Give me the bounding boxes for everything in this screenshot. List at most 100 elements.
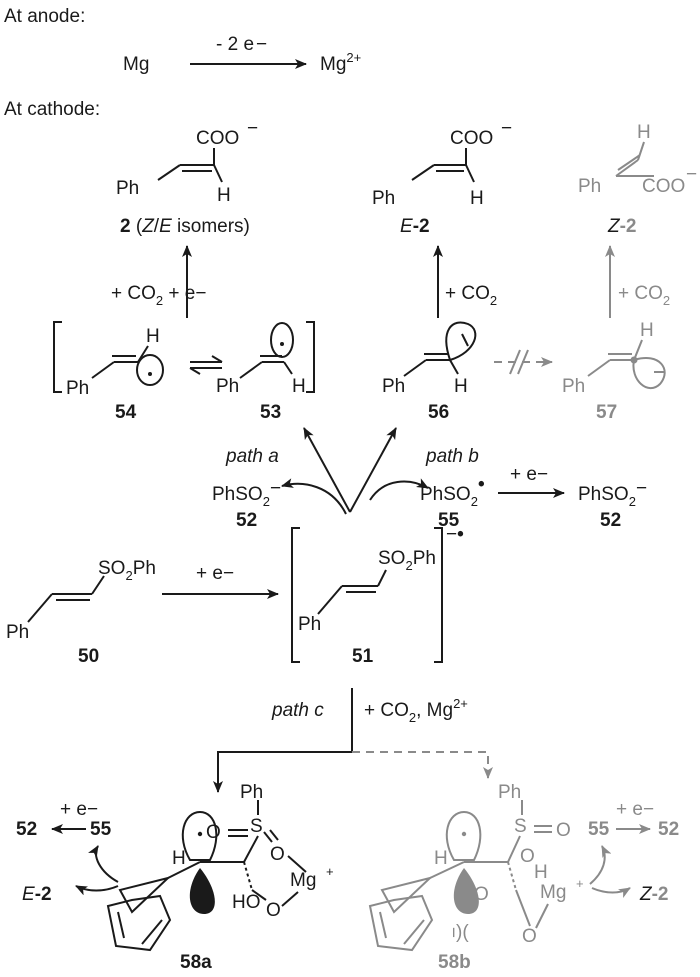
compound-55-label-58b: 55 [588,819,610,840]
svg-text:Ph: Ph [6,622,29,643]
svg-text:Mg: Mg [540,882,566,903]
compound-53-label: 53 [260,402,281,423]
svg-text:Ph: Ph [578,176,601,197]
compound-51-label: 51 [352,646,374,667]
radical-54-structure: H Ph [66,326,164,399]
svg-text:H: H [172,848,186,869]
svg-text:O: O [556,820,571,841]
svg-text:COO: COO [196,128,239,149]
compound-55-label-58a: 55 [90,819,112,840]
arrow-path-a [303,427,351,513]
svg-text:Ph: Ph [216,376,239,397]
svg-text:−: − [444,927,465,938]
path-a-label: path a [225,446,279,467]
compound-e2-structure: COO − Ph H [372,118,512,209]
svg-text:−: − [501,118,512,139]
compound-54-label: 54 [115,402,137,423]
bracket-51-right [434,527,443,663]
compound-e2-label-58a: E-2 [22,884,52,905]
condition-plus-e-1: + e− [510,464,548,485]
compound-56-label: 56 [428,402,449,423]
bracket-right [306,321,315,393]
compound-z2-label-58b: Z-2 [639,884,669,905]
condition-plus-e-4: + e− [616,799,654,820]
svg-text:SO2Ph: SO2Ph [378,548,436,573]
equilibrium-arrows [189,355,223,375]
path-c-label: path c [271,700,324,721]
svg-text:S: S [514,816,527,837]
svg-text:O: O [270,844,285,865]
svg-text:O: O [474,884,489,905]
compound-55-label: 55 [438,510,460,531]
anion-56-structure: H Ph [382,321,477,397]
svg-text:Ph: Ph [372,188,395,209]
compound-52-label-right: 52 [600,510,621,531]
condition-co2-faded: + CO2 [618,283,670,308]
curly-arrow-58b-right [591,887,631,898]
condition-plus-e-2: + e− [196,563,234,584]
curly-arrow-b [369,478,429,501]
compound-52-label-58a: 52 [16,819,37,840]
svg-text:H: H [640,320,654,341]
svg-text:H: H [146,326,160,347]
svg-text:S: S [250,816,263,837]
curly-arrow-a [281,478,347,515]
compound-57-label: 57 [596,402,617,423]
condition-co2-mg: + CO2, Mg2+ [364,696,468,725]
arrow-path-c [213,688,353,793]
compound-52-label-58b: 52 [658,819,679,840]
compound-50-structure: SO2Ph Ph [6,558,156,643]
svg-text:COO: COO [450,128,493,149]
phso2-radical: PhSO2• [420,474,485,509]
svg-text:+: + [326,864,334,879]
curly-arrow-58a-up [88,845,119,883]
anode-product: Mg2+ [320,50,361,75]
condition-co2: + CO2 [445,283,497,308]
svg-text:SO2Ph: SO2Ph [98,558,156,583]
svg-text:+: + [576,876,584,891]
condition-co2-e: + CO2 + e− [111,283,206,308]
compound-e2-label: E-2 [400,216,430,237]
anode-condition: - 2 e− [216,34,267,55]
path-b-label: path b [425,446,479,467]
dashed-arrow-to-58b [352,751,493,779]
svg-text:O: O [520,846,535,867]
svg-text:H: H [637,122,651,143]
svg-text:)(: )( [456,922,469,943]
radical-53-structure: H Ph [216,322,306,397]
bracket-51-left [291,527,300,663]
compound-z2-label: Z-2 [607,216,637,237]
svg-text:Ph: Ph [498,782,521,803]
curly-arrow-58b-up [589,845,612,885]
anode-reactant: Mg [123,54,149,75]
svg-text:H: H [217,185,231,206]
compound-52-label-left: 52 [236,510,257,531]
compound-2-label: 2 (Z/E isomers) [120,216,250,237]
anode-heading: At anode: [4,6,85,27]
svg-text:Ph: Ph [562,376,585,397]
svg-text:H: H [534,862,548,883]
svg-text:O: O [206,822,221,843]
compound-2-structure: COO − Ph H [116,118,258,206]
compound-58a-label: 58a [180,952,212,973]
svg-text:Ph: Ph [240,782,263,803]
blocked-mark-2 [517,349,529,375]
condition-plus-e-3: + e− [60,799,98,820]
svg-text:HO: HO [232,892,261,913]
svg-text:COO: COO [642,176,685,197]
compound-z2-structure: H Ph COO − [578,122,697,197]
compound-58a-structure: S Ph O O Mg + H HO O [106,782,334,952]
bracket-left [53,321,62,393]
compound-58b-structure: − )( S Ph O O H O Mg + O H [368,782,584,952]
blocked-mark-1 [509,349,521,375]
compound-51-charge: −• [446,524,464,545]
svg-text:Ph: Ph [66,378,89,399]
svg-text:H: H [434,848,448,869]
anion-57-structure: H Ph [562,320,666,397]
svg-text:−: − [247,118,258,139]
svg-text:Ph: Ph [116,178,139,199]
phso2-right: PhSO2− [578,478,647,509]
svg-text:H: H [470,188,484,209]
svg-text:Mg: Mg [290,870,316,891]
